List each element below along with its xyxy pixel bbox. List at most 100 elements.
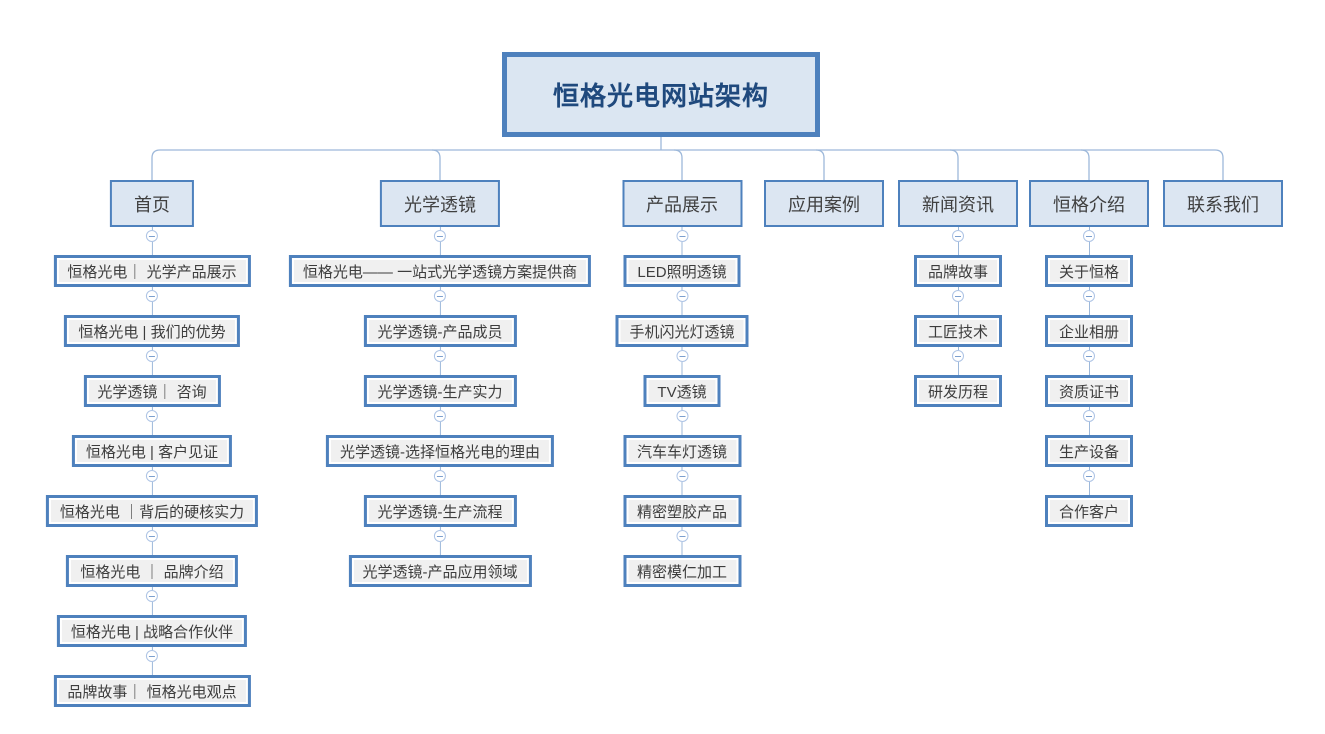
subtopic-node[interactable]: 光学透镜-生产流程	[363, 495, 517, 527]
connector-line	[681, 542, 683, 555]
subtopic-node[interactable]: 光学透镜-生产实力	[363, 375, 517, 407]
connector-line	[439, 347, 441, 350]
branch-column: 首页恒格光电｜ 光学产品展示恒格光电 | 我们的优势光学透镜｜ 咨询恒格光电 |…	[45, 180, 259, 707]
connector-line	[151, 602, 153, 615]
subtopic-node[interactable]: 恒格光电 ｜ 品牌介绍	[66, 555, 238, 587]
subtopic-node[interactable]: 品牌故事｜ 恒格光电观点	[53, 675, 251, 707]
subtopic-node[interactable]: 光学透镜-选择恒格光电的理由	[325, 435, 554, 467]
branch-column: 恒格介绍关于恒格企业相册资质证书生产设备合作客户	[1029, 180, 1149, 527]
subtopic-node[interactable]: TV透镜	[643, 375, 721, 407]
branch-connector	[433, 467, 447, 495]
subtopic-node[interactable]: 企业相册	[1044, 315, 1133, 347]
subtopic-node[interactable]: 资质证书	[1044, 375, 1133, 407]
connector-line	[1088, 467, 1090, 470]
collapse-minus-icon[interactable]	[1083, 350, 1095, 362]
branch-connector	[145, 587, 159, 615]
subtopic-node[interactable]: 合作客户	[1044, 495, 1133, 527]
connector-line	[1088, 407, 1090, 410]
collapse-minus-icon[interactable]	[675, 470, 688, 482]
branch-connector	[951, 347, 965, 375]
collapse-minus-icon[interactable]	[675, 410, 688, 422]
collapse-minus-icon[interactable]	[433, 470, 446, 482]
collapse-minus-icon[interactable]	[675, 230, 688, 242]
collapse-minus-icon[interactable]	[952, 230, 964, 242]
branch-connector	[1082, 407, 1096, 435]
connector-line	[681, 422, 683, 435]
branch-column: 产品展示 LED照明透镜手机闪光灯透镜 TV透镜汽车车灯透镜精密塑胶产品精密模仁加工	[615, 180, 749, 587]
collapse-minus-icon[interactable]	[145, 410, 158, 422]
subtopic-node[interactable]: 恒格光电｜ 光学产品展示	[53, 255, 251, 287]
topic-node[interactable]: 恒格介绍	[1029, 180, 1149, 227]
connector-line	[1088, 287, 1090, 290]
collapse-minus-icon[interactable]	[675, 350, 688, 362]
branch-connector	[1082, 467, 1096, 495]
topic-node[interactable]: 应用案例	[764, 180, 884, 227]
collapse-minus-icon[interactable]	[1083, 290, 1095, 302]
subtopic-node[interactable]: 研发历程	[913, 375, 1002, 407]
collapse-minus-icon[interactable]	[145, 650, 158, 662]
collapse-minus-icon[interactable]	[952, 350, 964, 362]
collapse-minus-icon[interactable]	[145, 530, 158, 542]
subtopic-node[interactable]: 恒格光电 | 战略合作伙伴	[56, 615, 248, 647]
subtopic-node[interactable]: 精密模仁加工	[622, 555, 742, 587]
collapse-minus-icon[interactable]	[145, 290, 158, 302]
connector-line	[957, 287, 959, 290]
subtopic-node[interactable]: 精密塑胶产品	[622, 495, 742, 527]
collapse-minus-icon[interactable]	[1083, 470, 1095, 482]
subtopic-node[interactable]: LED照明透镜	[623, 255, 741, 287]
connector-line	[957, 347, 959, 350]
topic-node[interactable]: 产品展示	[621, 180, 742, 227]
connector-line	[681, 527, 683, 530]
connector-line	[681, 362, 683, 375]
connector-line	[151, 422, 153, 435]
branch-connector	[951, 287, 965, 315]
connector-line	[681, 467, 683, 470]
collapse-minus-icon[interactable]	[145, 470, 158, 482]
subtopic-node[interactable]: 恒格光电 | 我们的优势	[64, 315, 240, 347]
connector-line	[957, 227, 959, 230]
collapse-minus-icon[interactable]	[952, 290, 964, 302]
collapse-minus-icon[interactable]	[145, 350, 158, 362]
collapse-minus-icon[interactable]	[1083, 410, 1095, 422]
collapse-minus-icon[interactable]	[675, 530, 688, 542]
collapse-minus-icon[interactable]	[145, 590, 158, 602]
collapse-minus-icon[interactable]	[433, 530, 446, 542]
collapse-minus-icon[interactable]	[433, 290, 446, 302]
connector-line	[151, 542, 153, 555]
branch-connector	[1082, 287, 1096, 315]
connector-line	[681, 227, 683, 230]
subtopic-node[interactable]: 恒格光电 ｜背后的硬核实力	[45, 495, 259, 527]
collapse-minus-icon[interactable]	[433, 350, 446, 362]
collapse-minus-icon[interactable]	[433, 230, 446, 242]
collapse-minus-icon[interactable]	[1083, 230, 1095, 242]
collapse-minus-icon[interactable]	[145, 230, 158, 242]
subtopic-node[interactable]: 关于恒格	[1044, 255, 1133, 287]
connector-line	[439, 362, 441, 375]
branch-column: 光学透镜恒格光电—— 一站式光学透镜方案提供商光学透镜-产品成员光学透镜-生产实…	[288, 180, 592, 587]
drop-line-contact	[1214, 149, 1224, 181]
branch-column: 应用案例	[764, 180, 884, 227]
subtopic-node[interactable]: 光学透镜-产品成员	[363, 315, 517, 347]
branch-connector	[433, 347, 447, 375]
subtopic-node[interactable]: 恒格光电 | 客户见证	[71, 435, 233, 467]
subtopic-node[interactable]: 汽车车灯透镜	[622, 435, 742, 467]
collapse-minus-icon[interactable]	[675, 290, 688, 302]
connector-line	[439, 467, 441, 470]
subtopic-node[interactable]: 恒格光电—— 一站式光学透镜方案提供商	[288, 255, 592, 287]
subtopic-node[interactable]: 生产设备	[1044, 435, 1133, 467]
branch-column: 联系我们	[1163, 180, 1283, 227]
topic-node[interactable]: 首页	[109, 180, 194, 227]
collapse-minus-icon[interactable]	[433, 410, 446, 422]
branch-connector	[675, 407, 689, 435]
topic-node[interactable]: 联系我们	[1163, 180, 1283, 227]
subtopic-node[interactable]: 工匠技术	[913, 315, 1002, 347]
connector-line	[1088, 302, 1090, 315]
subtopic-node[interactable]: 光学透镜-产品应用领域	[348, 555, 532, 587]
subtopic-node[interactable]: 光学透镜｜ 咨询	[83, 375, 221, 407]
topic-node[interactable]: 新闻资讯	[898, 180, 1018, 227]
topic-node[interactable]: 光学透镜	[379, 180, 500, 227]
subtopic-node[interactable]: 手机闪光灯透镜	[615, 315, 749, 347]
subtopic-node[interactable]: 品牌故事	[913, 255, 1002, 287]
root-topic-node[interactable]: 恒格光电网站架构	[502, 52, 820, 137]
branch-column: 新闻资讯品牌故事工匠技术研发历程	[898, 180, 1018, 407]
